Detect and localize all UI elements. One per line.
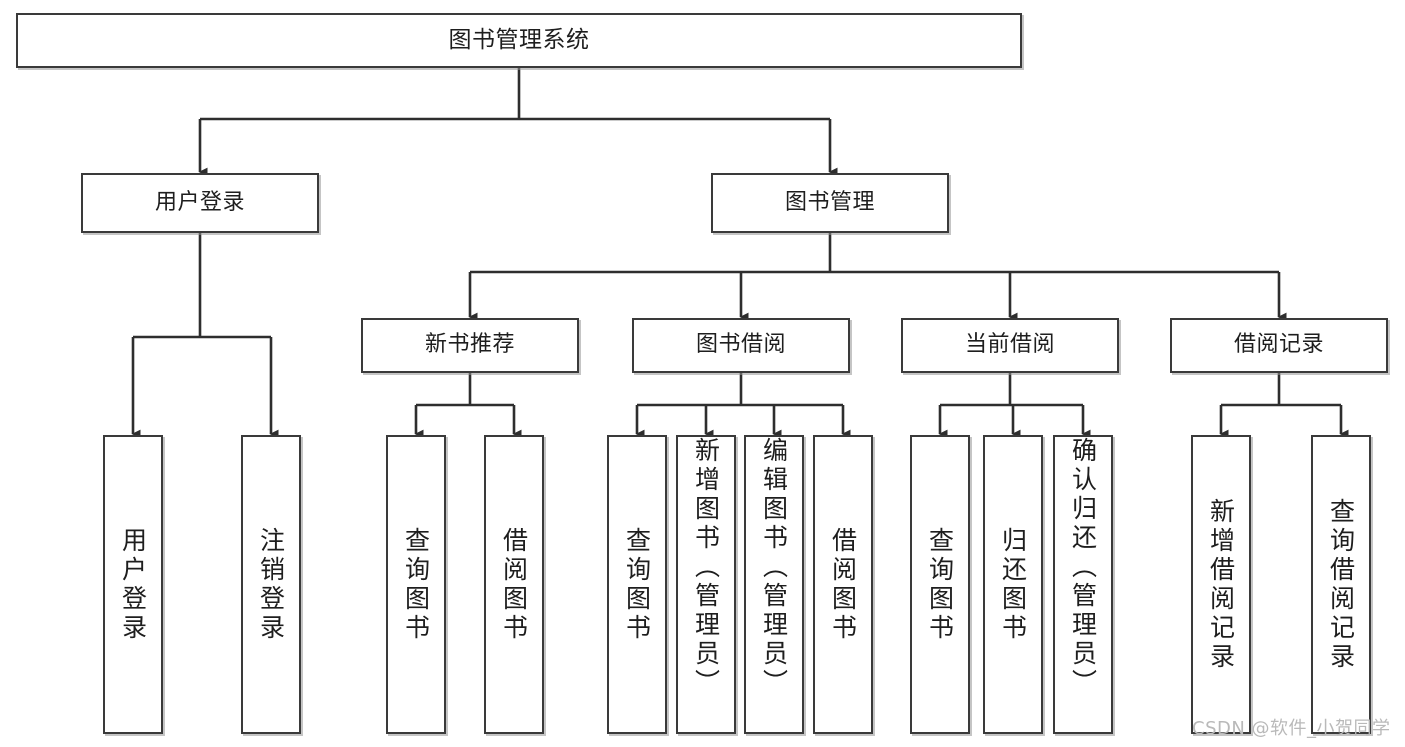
node-label: 查询借阅记录 xyxy=(1326,497,1356,672)
node-label: 图书管理系统 xyxy=(448,26,590,53)
node-leaf-query-book-2[interactable]: 查询图书 xyxy=(607,435,667,734)
node-label: 归还图书 xyxy=(998,526,1028,643)
node-label: 编辑图书（管理员） xyxy=(759,437,789,698)
node-label: 用户登录 xyxy=(118,526,148,643)
node-leaf-query-book-1[interactable]: 查询图书 xyxy=(386,435,446,734)
node-label: 查询图书 xyxy=(925,526,955,643)
node-leaf-add-record[interactable]: 新增借阅记录 xyxy=(1191,435,1251,734)
node-leaf-return-book[interactable]: 归还图书 xyxy=(983,435,1043,734)
node-leaf-logout[interactable]: 注销登录 xyxy=(241,435,301,734)
node-user-login[interactable]: 用户登录 xyxy=(81,173,319,233)
node-book-borrow[interactable]: 图书借阅 xyxy=(632,318,850,373)
node-book-manage[interactable]: 图书管理 xyxy=(711,173,949,233)
node-label: 查询图书 xyxy=(401,526,431,643)
node-leaf-borrow-book-2[interactable]: 借阅图书 xyxy=(813,435,873,734)
node-label: 新增借阅记录 xyxy=(1206,497,1236,672)
node-label: 借阅图书 xyxy=(499,526,529,643)
node-label: 图书管理 xyxy=(784,189,875,215)
node-leaf-user-login[interactable]: 用户登录 xyxy=(103,435,163,734)
node-label: 图书借阅 xyxy=(695,332,786,358)
node-label: 注销登录 xyxy=(256,526,286,643)
node-label: 新书推荐 xyxy=(424,332,515,358)
node-label: 借阅图书 xyxy=(828,526,858,643)
node-leaf-query-record[interactable]: 查询借阅记录 xyxy=(1311,435,1371,734)
node-label: 当前借阅 xyxy=(964,332,1055,358)
node-root[interactable]: 图书管理系统 xyxy=(16,13,1022,68)
node-leaf-borrow-book-1[interactable]: 借阅图书 xyxy=(484,435,544,734)
node-label: 查询图书 xyxy=(622,526,652,643)
node-borrow-record[interactable]: 借阅记录 xyxy=(1170,318,1388,373)
node-leaf-add-book[interactable]: 新增图书（管理员） xyxy=(676,435,736,734)
node-label: 新增图书（管理员） xyxy=(691,437,721,698)
node-label: 确认归还（管理员） xyxy=(1068,437,1098,698)
node-leaf-edit-book[interactable]: 编辑图书（管理员） xyxy=(744,435,804,734)
node-current-borrow[interactable]: 当前借阅 xyxy=(901,318,1119,373)
node-label: 用户登录 xyxy=(154,189,245,215)
node-leaf-confirm-return[interactable]: 确认归还（管理员） xyxy=(1053,435,1113,734)
node-leaf-query-book-3[interactable]: 查询图书 xyxy=(910,435,970,734)
node-new-book-rec[interactable]: 新书推荐 xyxy=(361,318,579,373)
node-label: 借阅记录 xyxy=(1233,332,1324,358)
